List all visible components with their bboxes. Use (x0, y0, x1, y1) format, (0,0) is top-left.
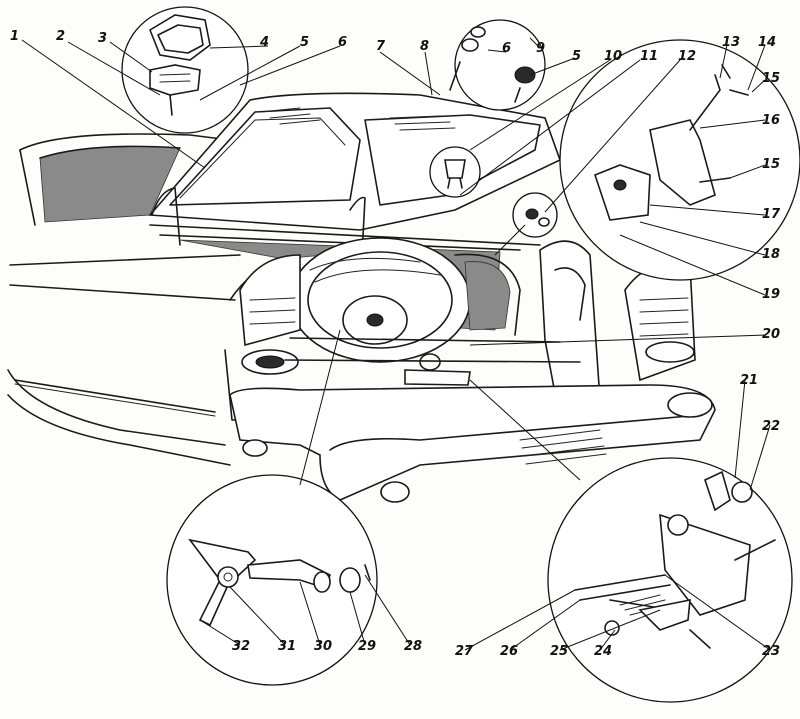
callout-7: 7 (376, 39, 386, 54)
callout-13: 13 (722, 35, 740, 50)
callout-14: 14 (758, 35, 776, 50)
mounting-plate (659, 513, 751, 616)
callout-5b: 5 (572, 49, 581, 64)
callout-19: 19 (762, 287, 780, 302)
callout-9: 9 (536, 41, 545, 56)
inset-bracket (547, 457, 793, 703)
inset-lid-handle (121, 6, 249, 134)
inset-clip (429, 146, 481, 198)
callout-22: 22 (762, 419, 780, 434)
callout-32: 32 (232, 639, 250, 654)
callout-4: 4 (259, 35, 269, 50)
car-body (7, 92, 716, 503)
washer (217, 566, 239, 588)
callout-labels: 1 2 3 4 5 6 7 8 6 9 5 10 11 12 13 14 15 … (10, 29, 781, 659)
callout-15b: 15 (762, 157, 780, 172)
callout-10: 10 (604, 49, 622, 64)
callout-18: 18 (762, 247, 780, 262)
callout-8: 8 (420, 39, 429, 54)
bumper-guard-left (380, 481, 410, 503)
callout-6: 6 (338, 35, 347, 50)
callout-30: 30 (314, 639, 332, 654)
callout-27: 27 (455, 644, 474, 659)
inset-bolts (449, 19, 546, 111)
callout-29: 29 (358, 639, 376, 654)
bumper-guard-right (667, 392, 713, 418)
inset-lock-mechanism (559, 39, 800, 281)
callout-17: 17 (762, 207, 781, 222)
callout-25: 25 (550, 644, 568, 659)
callout-6b: 6 (502, 41, 511, 56)
callout-11: 11 (640, 49, 658, 64)
leader-lines (21, 37, 771, 651)
lock-body (594, 164, 651, 221)
lock-arm (649, 119, 716, 206)
left-tail-light-housing (239, 254, 301, 347)
callout-12: 12 (678, 49, 696, 64)
callout-16: 16 (762, 113, 780, 128)
inset-wing-nut (166, 474, 378, 686)
callout-28: 28 (404, 639, 422, 654)
handle-base (149, 64, 201, 96)
callout-20: 20 (762, 327, 780, 342)
callout-3: 3 (98, 31, 107, 46)
callout-21: 21 (740, 373, 758, 388)
callout-5: 5 (300, 35, 309, 50)
lock-bracket (404, 369, 471, 386)
callout-1: 1 (10, 29, 19, 44)
callout-31: 31 (278, 639, 296, 654)
callout-2: 2 (56, 29, 65, 44)
callout-24: 24 (594, 644, 612, 659)
right-tail-lamp (645, 341, 695, 363)
exhaust-pipe (242, 439, 268, 457)
callout-15: 15 (762, 71, 780, 86)
callout-23: 23 (762, 644, 780, 659)
callout-26: 26 (500, 644, 518, 659)
